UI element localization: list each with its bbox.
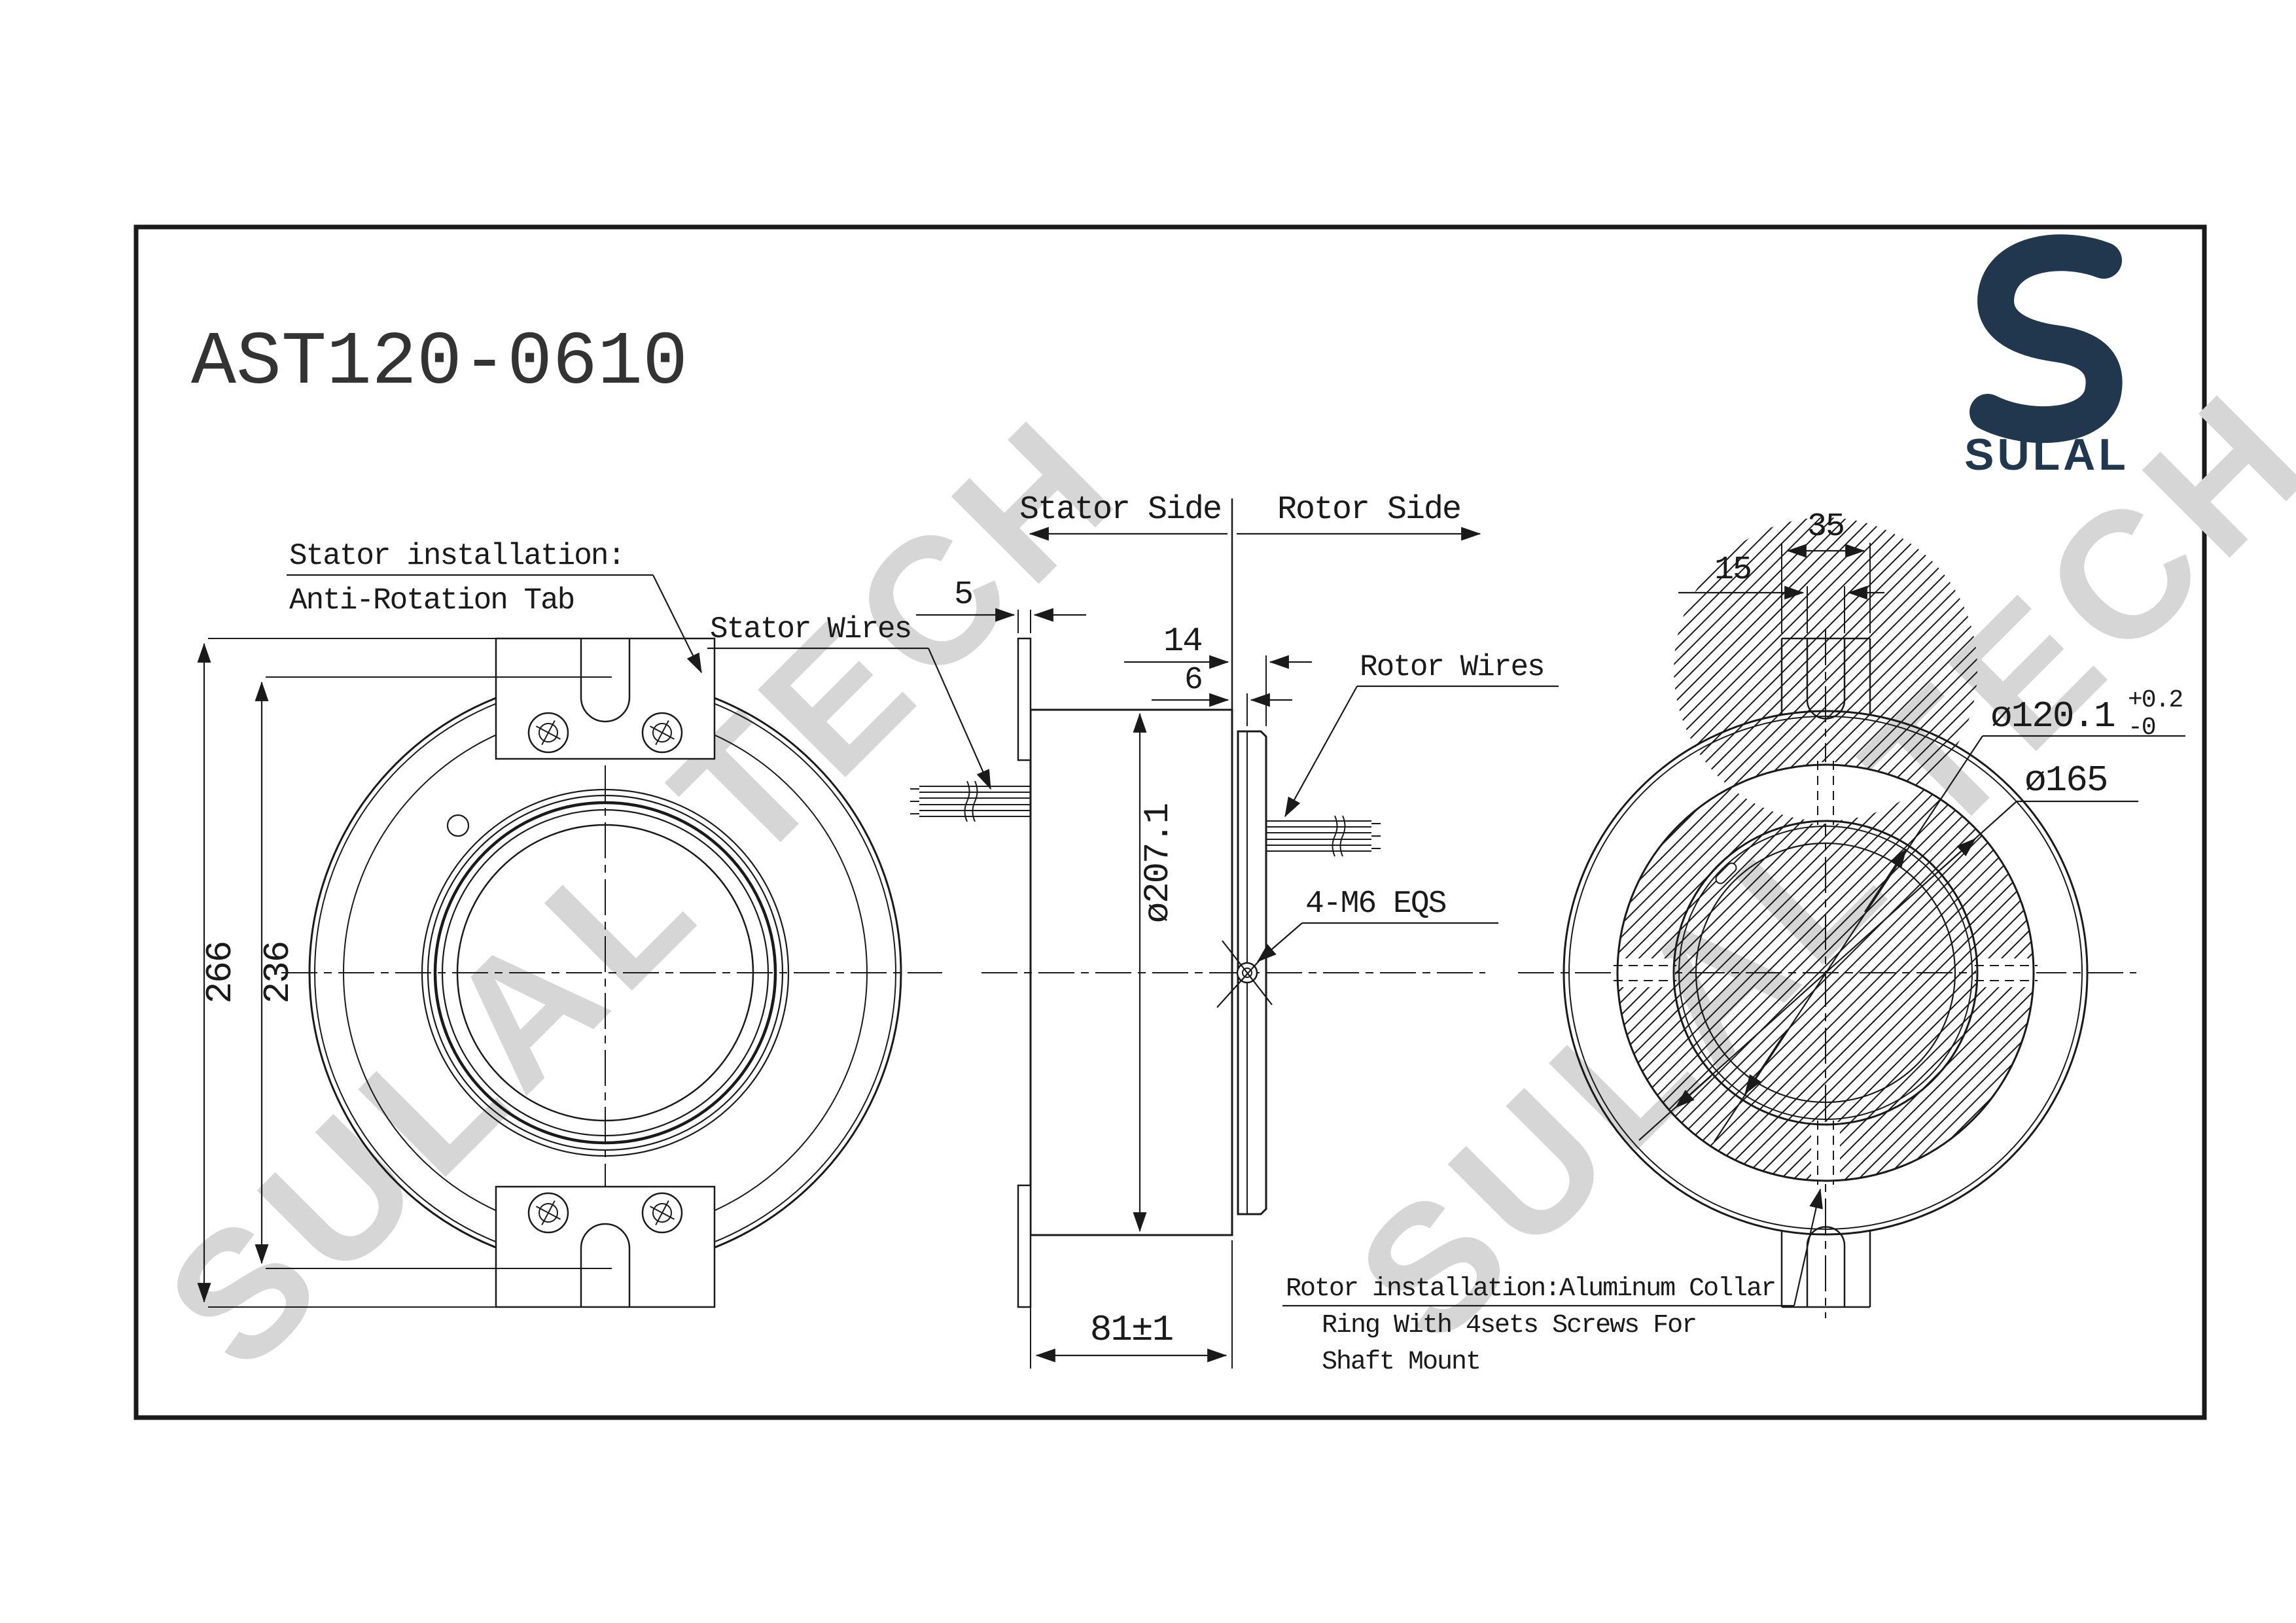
tab-section-top (1017, 637, 1032, 761)
dim-text-5: 5 (954, 576, 972, 614)
stator-wire-bundle (910, 780, 1031, 822)
stator-wires-text: Stator Wires (710, 612, 911, 646)
dim-overall-height: 266 (197, 638, 710, 1308)
anti-rotation-tab-bottom (495, 1185, 716, 1308)
tab-section-bottom (1017, 1184, 1032, 1308)
anti-rotation-tab-top (495, 637, 716, 760)
dim-body-diameter: ø207.1 (1133, 712, 1178, 1232)
dim-text-266: 266 (200, 942, 241, 1004)
side-indicator: Stator Side Rotor Side (1019, 491, 1481, 780)
stator-side-label: Stator Side (1019, 491, 1221, 529)
rotor-view-circles (1563, 710, 2089, 1236)
rotor-installation-note: Rotor installation:Aluminum Collar Ring … (1282, 1188, 1823, 1377)
stator-note-line1: Stator installation: (289, 539, 624, 573)
dim-slot-width: 15 (1678, 551, 1884, 633)
section-view: Stator Side Rotor Side Stator Wires Roto… (707, 491, 1559, 1369)
dim-text-6: 6 (1184, 663, 1202, 698)
rotor-side-label: Rotor Side (1277, 491, 1460, 529)
rotor-note-line2: Ring With 4sets Screws For (1322, 1311, 1696, 1340)
rotor-note-line3: Shaft Mount (1322, 1348, 1480, 1377)
leader-arrow (652, 574, 702, 674)
brand-logo: SULAL (1964, 234, 2129, 480)
leader-arrow (1793, 1188, 1823, 1306)
dim-tab-width: 35 (1781, 508, 1871, 633)
tab-top (1780, 637, 1871, 720)
pin-hole (446, 814, 470, 837)
dim-text-collar: ø165 (2024, 759, 2107, 801)
dim-rotor-overhang: 14 (1124, 622, 1312, 726)
dim-text-207: ø207.1 (1139, 804, 1178, 923)
dim-text-bore: ø120.1 (1990, 695, 2115, 737)
m6-screw (1216, 940, 1273, 1008)
front-view: 266 236 Stator installation: Anti-Rotati… (197, 539, 942, 1308)
sheet-border (133, 224, 2207, 1420)
screw-note-text: 4-M6 EQS (1305, 886, 1446, 922)
tab-bottom (1780, 1226, 1871, 1308)
dim-text-236: 236 (257, 942, 299, 1004)
dim-text-14: 14 (1163, 622, 1201, 661)
dim-collar-leader: ø165 (1638, 759, 2138, 1141)
keyway-slot (1715, 862, 1737, 884)
stator-body-section (1029, 708, 1233, 1236)
rotor-view: 35 15 ø120.1 +0.2 -0 ø165 (1282, 508, 2185, 1377)
page-title: AST120-0610 (191, 320, 688, 406)
tab-screw (641, 1192, 683, 1234)
rotor-wire-bundle (1266, 815, 1381, 857)
dim-text-bore-tol-plus: +0.2 (2128, 686, 2182, 714)
dim-text-bore-tol-minus: -0 (2128, 714, 2155, 742)
brand-name: SULAL (1964, 430, 2129, 480)
rotor-wires-text: Rotor Wires (1360, 650, 1544, 684)
dim-text-15: 15 (1714, 551, 1751, 589)
collar-screw-pockets (1614, 761, 2038, 1185)
dim-rotor-ring: 6 (1152, 663, 1292, 726)
tab-screw (527, 712, 569, 754)
rotor-note-line1: Rotor installation:Aluminum Collar (1286, 1274, 1775, 1304)
rotor-wires-label: Rotor Wires (1284, 650, 1559, 818)
dim-flange-diameter: 236 (255, 676, 612, 1269)
stator-wires-label: Stator Wires (707, 612, 992, 790)
collar-ring-hatch (1617, 517, 2034, 1181)
tab-screw (641, 712, 683, 754)
tab-screw (527, 1192, 569, 1234)
dim-body-length: 81±1 (1030, 1240, 1233, 1369)
dim-bore-leader: ø120.1 +0.2 -0 (1714, 686, 2185, 1142)
stator-note-line2: Anti-Rotation Tab (289, 584, 574, 618)
screw-note: 4-M6 EQS (1256, 886, 1498, 962)
dim-text-35: 35 (1807, 508, 1844, 546)
stator-installation-note: Stator installation: Anti-Rotation Tab (287, 539, 702, 674)
logo-s-icon (1969, 234, 2123, 444)
dim-text-81: 81±1 (1090, 1309, 1173, 1351)
dim-tab-thickness: 5 (916, 576, 1086, 633)
